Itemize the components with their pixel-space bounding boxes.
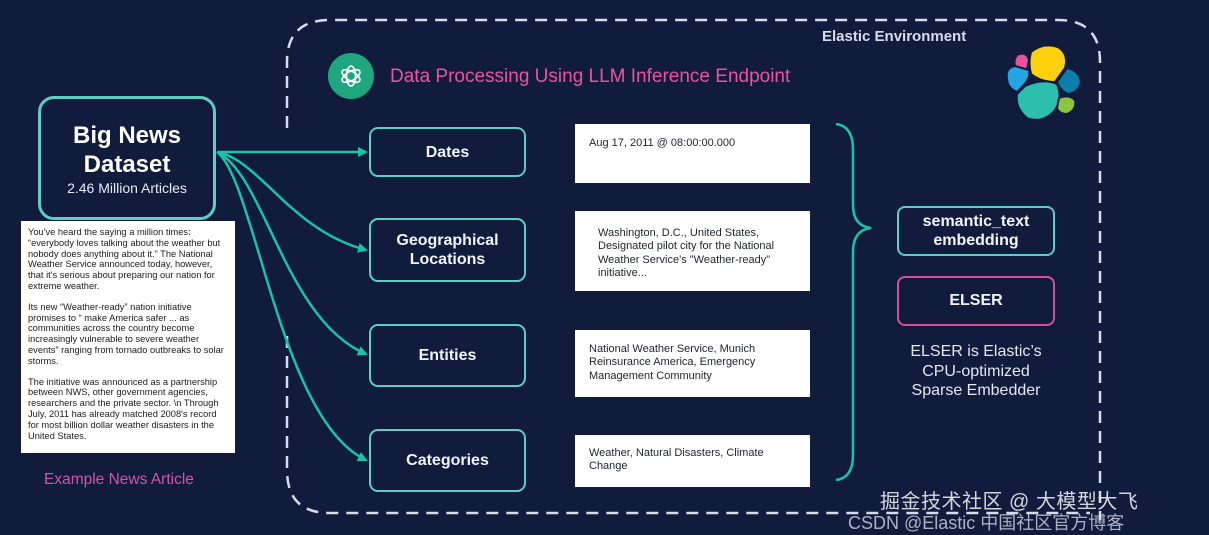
elser-desc-line3: Sparse Embedder xyxy=(911,382,1041,399)
field-box-dates: Dates xyxy=(369,127,526,177)
llm-endpoint-title: Data Processing Using LLM Inference Endp… xyxy=(390,66,791,87)
semantic-label-line1: semantic_text xyxy=(922,213,1030,230)
openai-logo-icon xyxy=(328,53,374,99)
elser-desc-line1: ELSER is Elastic’s xyxy=(910,343,1042,360)
article-caption: Example News Article xyxy=(44,471,194,488)
elser-box: ELSER xyxy=(897,276,1055,326)
field-box-entities: Entities xyxy=(369,324,526,387)
field-label: Geographical Locations xyxy=(396,231,498,269)
arrow-to-categories xyxy=(216,150,368,462)
field-label-line1: Geographical xyxy=(396,232,499,249)
elastic-logo-icon xyxy=(1003,44,1085,126)
field-box-geographical-locations: Geographical Locations xyxy=(369,218,526,282)
field-label: Categories xyxy=(406,452,489,469)
field-label-line2: Locations xyxy=(409,251,486,268)
dataset-subtitle: 2.46 Million Articles xyxy=(67,179,187,196)
elser-desc-line2: CPU-optimized xyxy=(922,362,1030,380)
value-card-entities: National Weather Service, Munich Reinsur… xyxy=(575,330,810,397)
article-paragraph: You've heard the saying a million times:… xyxy=(28,227,221,291)
watermark-juejin: 掘金技术社区 @ 大模型大飞 xyxy=(880,491,1139,513)
semantic-label: semantic_text embedding xyxy=(923,212,1030,250)
arrow-to-entities xyxy=(216,150,368,356)
elser-description: ELSER is Elastic’s CPU-optimized Sparse … xyxy=(890,342,1062,401)
semantic-text-embedding-box: semantic_text embedding xyxy=(897,206,1055,256)
value-card-dates: Aug 17, 2011 @ 08:00:00.000 xyxy=(575,124,810,183)
dataset-title-line2: Dataset xyxy=(83,150,171,178)
article-paragraph: Its new “Weather-ready” nation initiativ… xyxy=(28,301,224,366)
big-news-dataset-box: Big News Dataset 2.46 Million Articles xyxy=(38,96,216,220)
watermark-csdn: CSDN @Elastic 中国社区官方博客 xyxy=(848,513,1125,533)
field-label: Dates xyxy=(425,143,470,161)
dataset-title-line1: Big News xyxy=(72,121,182,149)
arrow-to-geo xyxy=(216,150,368,253)
value-card-categories: Weather, Natural Disasters, Climate Chan… xyxy=(575,435,810,487)
environment-title: Elastic Environment xyxy=(822,28,967,45)
example-article-card: You've heard the saying a million times:… xyxy=(21,221,235,453)
elser-label: ELSER xyxy=(949,292,1003,309)
value-card-geographical-locations: Washington, D.C., United States, Designa… xyxy=(575,211,810,291)
curly-brace xyxy=(835,122,872,482)
article-paragraph: The initiative was announced as a partne… xyxy=(28,376,219,441)
field-label: Entities xyxy=(418,347,477,364)
semantic-label-line2: embedding xyxy=(933,232,1019,249)
field-box-categories: Categories xyxy=(369,429,526,492)
